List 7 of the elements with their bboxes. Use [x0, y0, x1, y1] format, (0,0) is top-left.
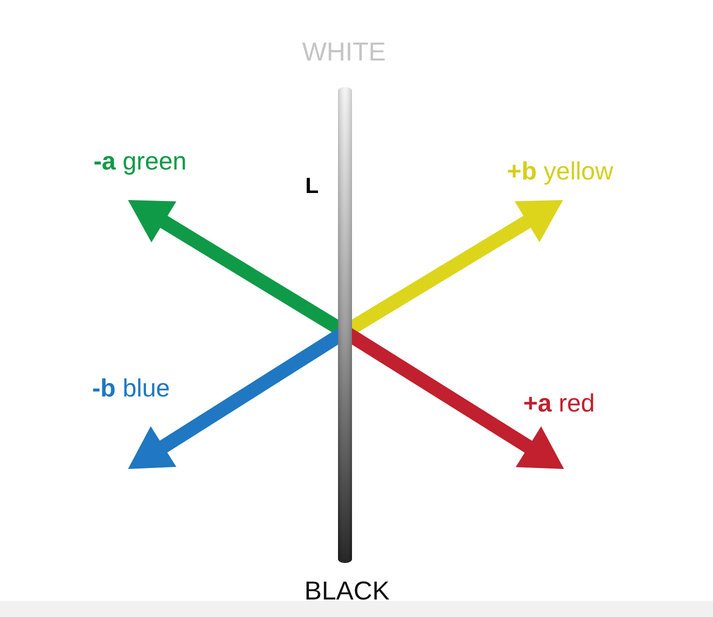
axis-label: +b yellow [506, 158, 614, 186]
pole-label: WHITE [302, 38, 386, 66]
axis-label: -b blue [92, 375, 170, 403]
axis-label: -a green [93, 148, 187, 176]
axis-label: L [305, 174, 319, 198]
axis-label: +a red [523, 390, 595, 418]
pole-label: BLACK [304, 576, 390, 606]
